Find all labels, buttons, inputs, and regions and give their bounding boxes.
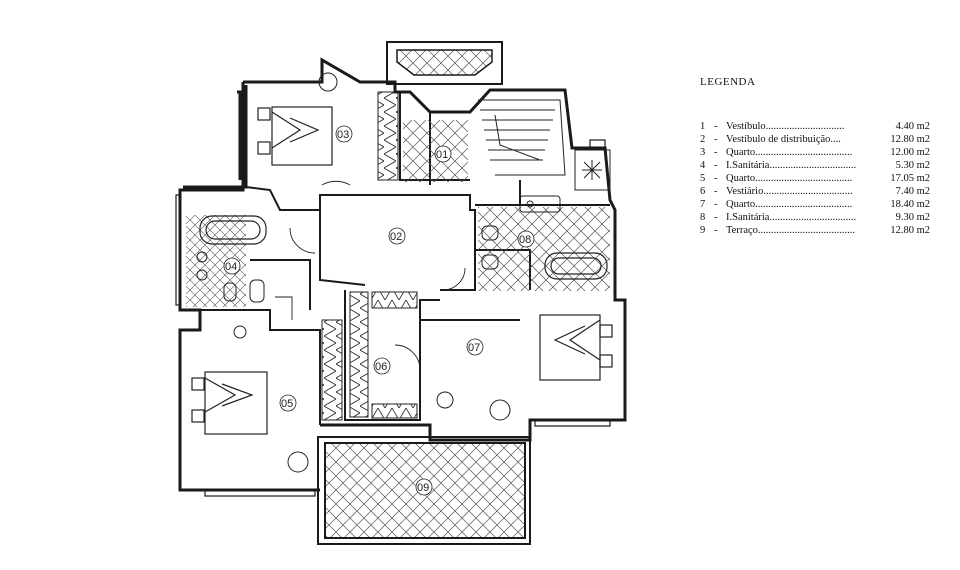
top-balcony [386, 41, 503, 85]
legend-item-number: 3 [700, 147, 706, 158]
legend-item-name: I.Sanitária.............................… [726, 160, 857, 171]
legend-item: 5-Quarto................................… [700, 172, 930, 185]
staircase [478, 99, 566, 176]
skylight [574, 149, 611, 191]
legend-item-area: 7.40 m2 [895, 186, 930, 197]
sanitary-fixtures [196, 195, 561, 303]
room-label-05: 05 [281, 398, 293, 410]
legend-item-name: Quarto..................................… [726, 173, 853, 184]
legend: LEGENDA 1-Vestíbulo.....................… [700, 76, 930, 237]
room-label-01: 01 [436, 149, 448, 161]
wardrobe-room-5 [321, 319, 343, 421]
legend-item: 7-Quarto................................… [700, 198, 930, 211]
bathtub-room-8 [544, 252, 608, 280]
legend-item-dash: - [714, 121, 718, 132]
legend-item-area: 17.05 m2 [890, 173, 930, 184]
bathtub-room-4 [199, 215, 267, 245]
legend-item-area: 12.80 m2 [890, 134, 930, 145]
legend-item-number: 7 [700, 199, 706, 210]
legend-item-number: 2 [700, 134, 706, 145]
legend-item: 4-I.Sanitária...........................… [700, 159, 930, 172]
bed-room-3 [257, 106, 333, 166]
wardrobe-room-6-top [371, 291, 418, 309]
legend-title: LEGENDA [700, 76, 756, 88]
terrace-edge [317, 436, 531, 545]
legend-item: 8-I.Sanitária...........................… [700, 211, 930, 224]
legend-item-number: 4 [700, 160, 706, 171]
legend-item-area: 4.40 m2 [895, 121, 930, 132]
bathroom-8-floor [478, 207, 610, 291]
legend-item-name: Vestíbulo.............................. [726, 121, 845, 132]
legend-item: 2-Vestíbulo de distribuição.... 12.80 m2 [700, 133, 930, 146]
legend-item-number: 1 [700, 121, 706, 132]
legend-item-number: 6 [700, 186, 706, 197]
legend-item-number: 8 [700, 212, 706, 223]
room-label-02: 02 [390, 231, 402, 243]
legend-item: 9-Terraço...............................… [700, 224, 930, 237]
door-swings [275, 180, 466, 371]
legend-item: 3-Quarto................................… [700, 146, 930, 159]
legend-item-dash: - [714, 160, 718, 171]
legend-item-area: 9.30 m2 [895, 212, 930, 223]
bed-room-5 [191, 371, 268, 435]
room-label-07: 07 [468, 342, 480, 354]
legend-item-dash: - [714, 225, 718, 236]
legend-item-area: 5.30 m2 [895, 160, 930, 171]
room-label-03: 03 [337, 129, 349, 141]
wardrobe-room-3 [377, 91, 399, 181]
legend-item-name: Quarto..................................… [726, 199, 853, 210]
legend-item-name: I.Sanitária.............................… [726, 212, 857, 223]
legend-item-name: Terraço.................................… [726, 225, 856, 236]
room-labels: 01 02 03 04 05 06 07 08 09 [223, 125, 535, 496]
room-label-09: 09 [417, 482, 429, 494]
bed-room-7 [539, 314, 613, 381]
legend-item-name: Quarto..................................… [726, 147, 853, 158]
chairs [233, 72, 511, 473]
legend-item: 1-Vestíbulo.............................… [700, 120, 930, 133]
interior-walls [180, 92, 610, 425]
windows [175, 139, 611, 497]
room-label-06: 06 [375, 361, 387, 373]
legend-list: 1-Vestíbulo.............................… [700, 120, 930, 237]
legend-item-area: 12.00 m2 [890, 147, 930, 158]
legend-item-dash: - [714, 212, 718, 223]
legend-item-dash: - [714, 134, 718, 145]
legend-item-name: Vestíbulo de distribuição.... [726, 134, 841, 145]
legend-item-area: 12.80 m2 [890, 225, 930, 236]
legend-item-number: 9 [700, 225, 706, 236]
room-label-04: 04 [225, 261, 237, 273]
legend-item: 6-Vestiário.............................… [700, 185, 930, 198]
wardrobe-room-6-left [349, 291, 369, 418]
legend-item-dash: - [714, 186, 718, 197]
legend-item-dash: - [714, 173, 718, 184]
room-label-08: 08 [519, 234, 531, 246]
legend-item-dash: - [714, 199, 718, 210]
wardrobe-room-6-bottom [371, 403, 418, 419]
legend-item-name: Vestiário...............................… [726, 186, 853, 197]
legend-item-area: 18.40 m2 [890, 199, 930, 210]
legend-item-dash: - [714, 147, 718, 158]
legend-item-number: 5 [700, 173, 706, 184]
